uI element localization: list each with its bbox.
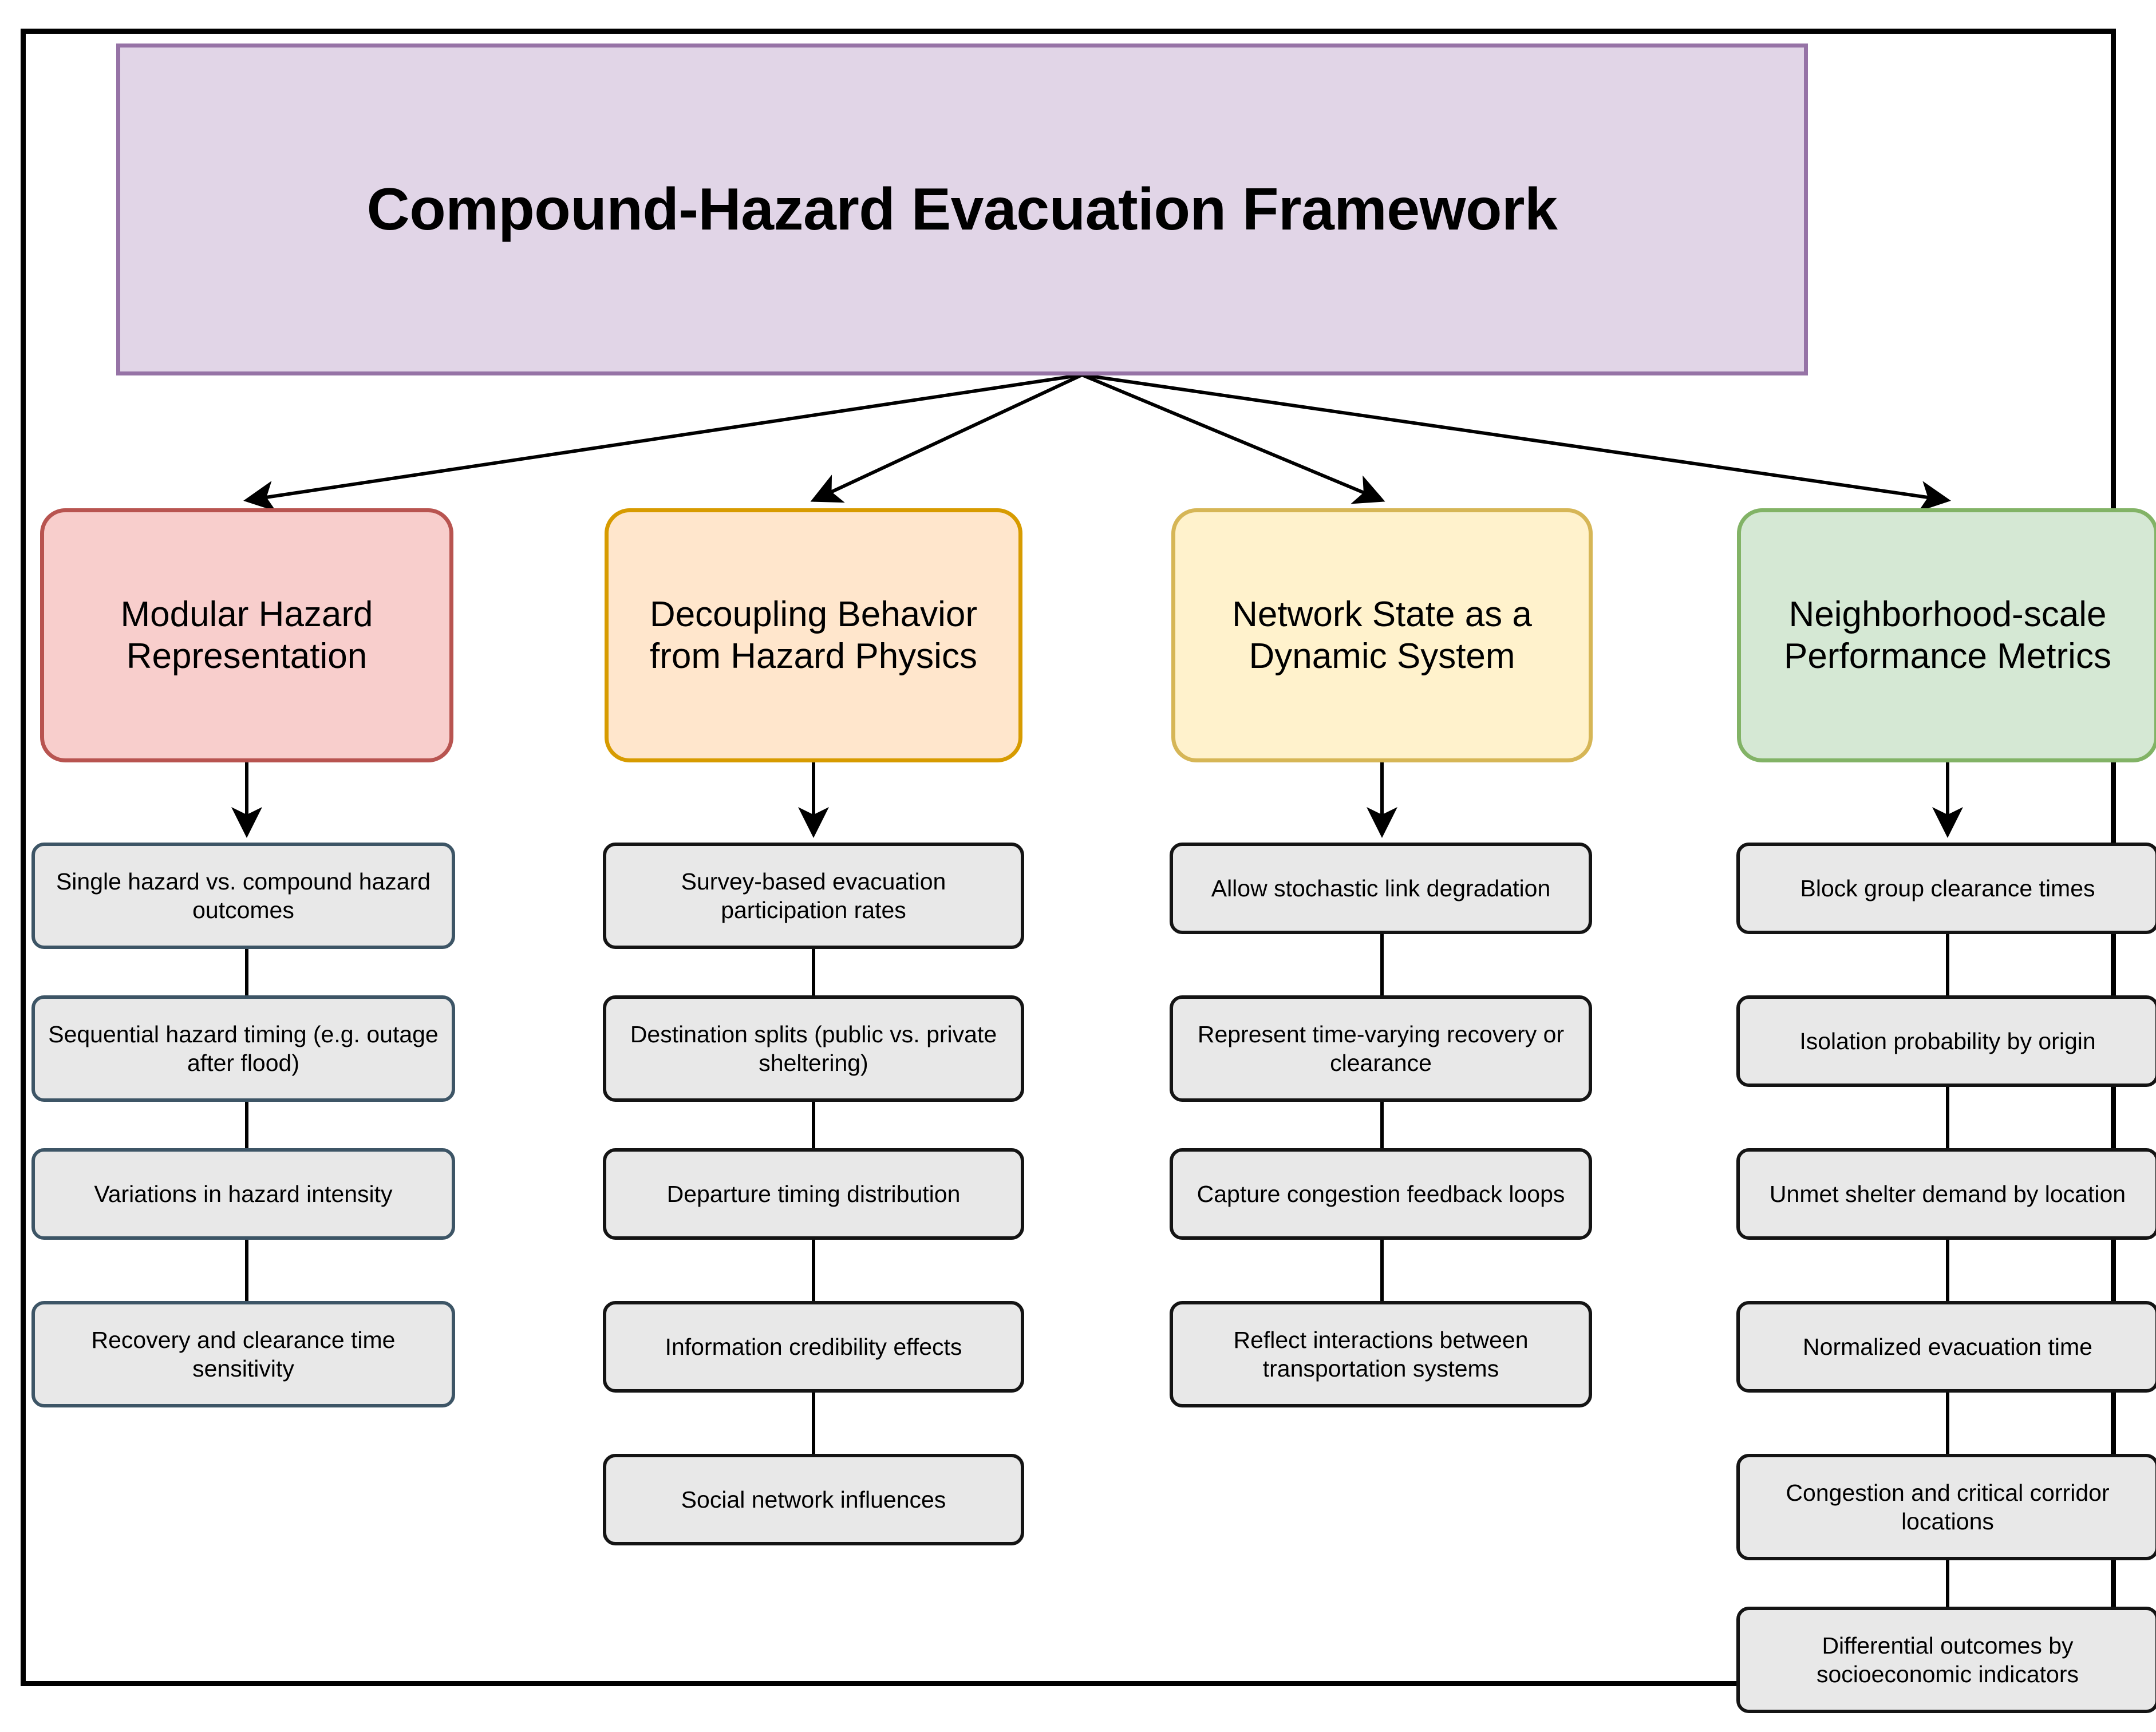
page-title: Compound-Hazard Evacuation Framework	[366, 176, 1558, 243]
leaf-node[interactable]: Variations in hazard intensity	[31, 1148, 455, 1240]
leaf-node[interactable]: Information credibility effects	[603, 1301, 1024, 1393]
leaf-node[interactable]: Isolation probability by origin	[1736, 995, 2156, 1087]
leaf-node-label: Recovery and clearance time sensitivity	[91, 1326, 396, 1382]
leaf-node-label: Variations in hazard intensity	[94, 1180, 393, 1207]
leaf-node-label: Destination splits (public vs. private s…	[630, 1021, 997, 1076]
leaf-node[interactable]: Survey-based evacuation participation ra…	[603, 843, 1024, 949]
framework-title-box: Compound-Hazard Evacuation Framework	[116, 44, 1808, 375]
branch-node-network-state-as-a-dynamic-system[interactable]: Network State as a Dynamic System	[1171, 508, 1593, 762]
leaf-node[interactable]: Normalized evacuation time	[1736, 1301, 2156, 1393]
leaf-node-label: Block group clearance times	[1800, 875, 2095, 901]
leaf-node[interactable]: Congestion and critical corridor locatio…	[1736, 1454, 2156, 1560]
leaf-node-label: Differential outcomes by socioeconomic i…	[1816, 1632, 2079, 1687]
leaf-node[interactable]: Allow stochastic link degradation	[1170, 843, 1592, 934]
leaf-node[interactable]: Unmet shelter demand by location	[1736, 1148, 2156, 1240]
leaf-node[interactable]: Differential outcomes by socioeconomic i…	[1736, 1607, 2156, 1713]
leaf-node[interactable]: Recovery and clearance time sensitivity	[31, 1301, 455, 1407]
leaf-node-label: Departure timing distribution	[666, 1180, 961, 1207]
branch-node-label: Modular Hazard Representation	[120, 594, 373, 676]
leaf-node-label: Social network influences	[681, 1486, 946, 1513]
leaf-node[interactable]: Reflect interactions between transportat…	[1170, 1301, 1592, 1407]
leaf-node-label: Reflect interactions between transportat…	[1233, 1326, 1529, 1382]
branch-node-label: Decoupling Behavior from Hazard Physics	[649, 594, 978, 676]
leaf-node-label: Represent time-varying recovery or clear…	[1197, 1021, 1565, 1076]
leaf-node[interactable]: Departure timing distribution	[603, 1148, 1024, 1240]
leaf-node-label: Allow stochastic link degradation	[1211, 875, 1551, 901]
leaf-node-label: Information credibility effects	[665, 1333, 962, 1360]
leaf-node-label: Isolation probability by origin	[1799, 1027, 2096, 1054]
leaf-node-label: Unmet shelter demand by location	[1769, 1180, 2126, 1207]
leaf-node[interactable]: Single hazard vs. compound hazard outcom…	[31, 843, 455, 949]
branch-node-modular-hazard-representation[interactable]: Modular Hazard Representation	[40, 508, 453, 762]
leaf-node[interactable]: Represent time-varying recovery or clear…	[1170, 995, 1592, 1102]
leaf-node-label: Normalized evacuation time	[1803, 1333, 2092, 1360]
leaf-node-label: Congestion and critical corridor locatio…	[1786, 1479, 2110, 1535]
leaf-node[interactable]: Block group clearance times	[1736, 843, 2156, 934]
branch-node-decoupling-behavior-from-hazard-physics[interactable]: Decoupling Behavior from Hazard Physics	[605, 508, 1022, 762]
leaf-node[interactable]: Destination splits (public vs. private s…	[603, 995, 1024, 1102]
leaf-node-label: Single hazard vs. compound hazard outcom…	[56, 868, 431, 923]
leaf-node[interactable]: Capture congestion feedback loops	[1170, 1148, 1592, 1240]
leaf-node-label: Sequential hazard timing (e.g. outage af…	[48, 1021, 439, 1076]
branch-node-neighborhood-scale-performance-metrics[interactable]: Neighborhood-scale Performance Metrics	[1737, 508, 2156, 762]
leaf-node-label: Capture congestion feedback loops	[1197, 1180, 1565, 1207]
branch-node-label: Network State as a Dynamic System	[1232, 594, 1532, 676]
branch-node-label: Neighborhood-scale Performance Metrics	[1784, 594, 2111, 676]
leaf-node[interactable]: Social network influences	[603, 1454, 1024, 1545]
leaf-node-label: Survey-based evacuation participation ra…	[681, 868, 946, 923]
leaf-node[interactable]: Sequential hazard timing (e.g. outage af…	[31, 995, 455, 1102]
